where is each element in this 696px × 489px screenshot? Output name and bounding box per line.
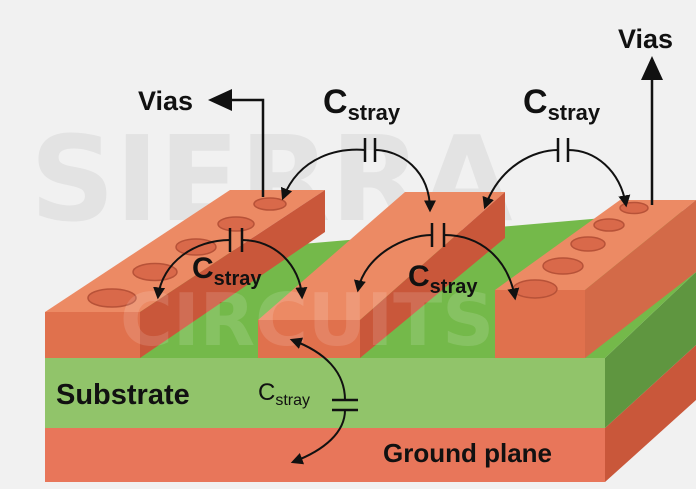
via-arrowhead-left-icon [208, 89, 232, 111]
label-cstray-substrate: Cstray [258, 379, 310, 409]
label-ground-plane: Ground plane [383, 438, 552, 468]
label-cstray-top-right: Cstray [523, 83, 601, 125]
capacitor-symbols [228, 138, 570, 412]
cstray-arc-substrate [292, 340, 346, 462]
label-cstray-top-left: Cstray [323, 83, 401, 125]
label-vias-left: Vias [138, 86, 193, 116]
label-vias-right: Vias [618, 24, 673, 54]
via-arrow-left [232, 98, 265, 197]
substrate-front [45, 358, 605, 428]
cstray-arc-top-right [485, 149, 626, 207]
label-substrate: Substrate [56, 379, 190, 411]
label-cstray-mid-left: Cstray [192, 252, 262, 290]
ground-plane-front [45, 428, 605, 482]
cstray-arc-mid-right [358, 234, 515, 298]
via-arrowhead-right-icon [641, 56, 663, 80]
label-cstray-mid-right: Cstray [408, 260, 478, 298]
cstray-arc-top-left [283, 148, 430, 210]
cstray-arc-mid-left [158, 239, 302, 297]
ground-plane-side [605, 345, 696, 482]
substrate-side [605, 272, 696, 428]
trace-left [45, 190, 325, 358]
